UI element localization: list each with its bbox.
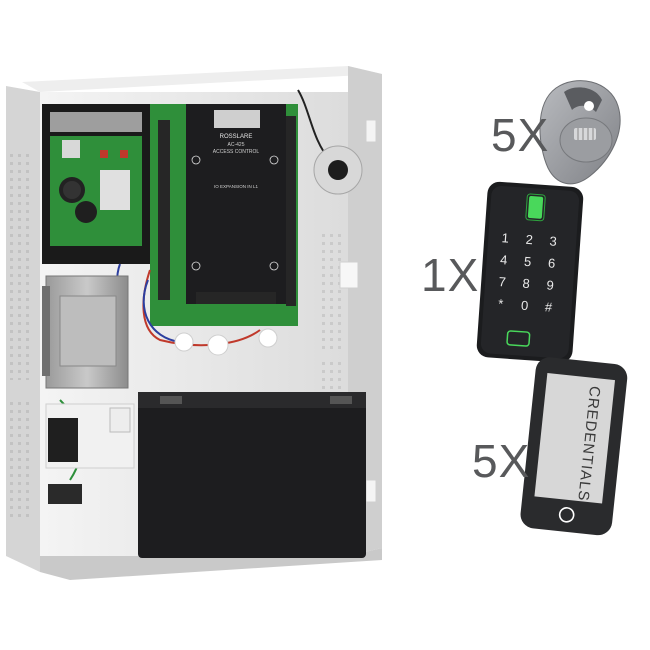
keypad-key: 2 [525, 232, 533, 247]
keypad-key: 4 [500, 252, 508, 267]
keypad-key: 0 [521, 298, 529, 313]
keypad-key: 7 [498, 274, 506, 289]
tamper-switch [313, 145, 363, 195]
panel-label: IO EXPANSION IN L1 [214, 184, 258, 189]
keypad-key: 1 [501, 230, 509, 245]
transformer [42, 275, 129, 389]
panel-subtitle: ACCESS CONTROL [213, 149, 260, 155]
knockouts [174, 328, 278, 356]
keypad-key: # [544, 299, 553, 315]
power-supply-board [42, 104, 150, 264]
panel-model: AC-425 [228, 142, 245, 148]
battery [138, 392, 366, 558]
keypad-key: 6 [548, 255, 556, 270]
key-fob-quantity: 5X [491, 109, 550, 161]
key-fob [539, 80, 621, 185]
panel-brand: ROSSLARE [220, 134, 253, 140]
keypad-key: 5 [524, 254, 532, 269]
mains-terminal [45, 403, 135, 504]
keypad-key: 9 [546, 277, 554, 292]
keypad-reader: 1 2 3 4 5 6 7 8 9 * 0 # [476, 181, 584, 363]
keypad-reader-quantity: 1X [421, 249, 480, 301]
controller-pcb: ROSSLARE AC-425 ACCESS CONTROL IO EXPANS… [150, 104, 298, 326]
keypad-key: 8 [522, 276, 530, 291]
mobile-credential: CREDENTIALS [520, 357, 628, 536]
keypad-key: * [498, 296, 504, 311]
keypad-key: 3 [549, 233, 557, 248]
keypad-keys: 1 2 3 4 5 6 7 8 9 * 0 # [498, 230, 558, 315]
credentials-quantity: 5X [472, 435, 531, 487]
